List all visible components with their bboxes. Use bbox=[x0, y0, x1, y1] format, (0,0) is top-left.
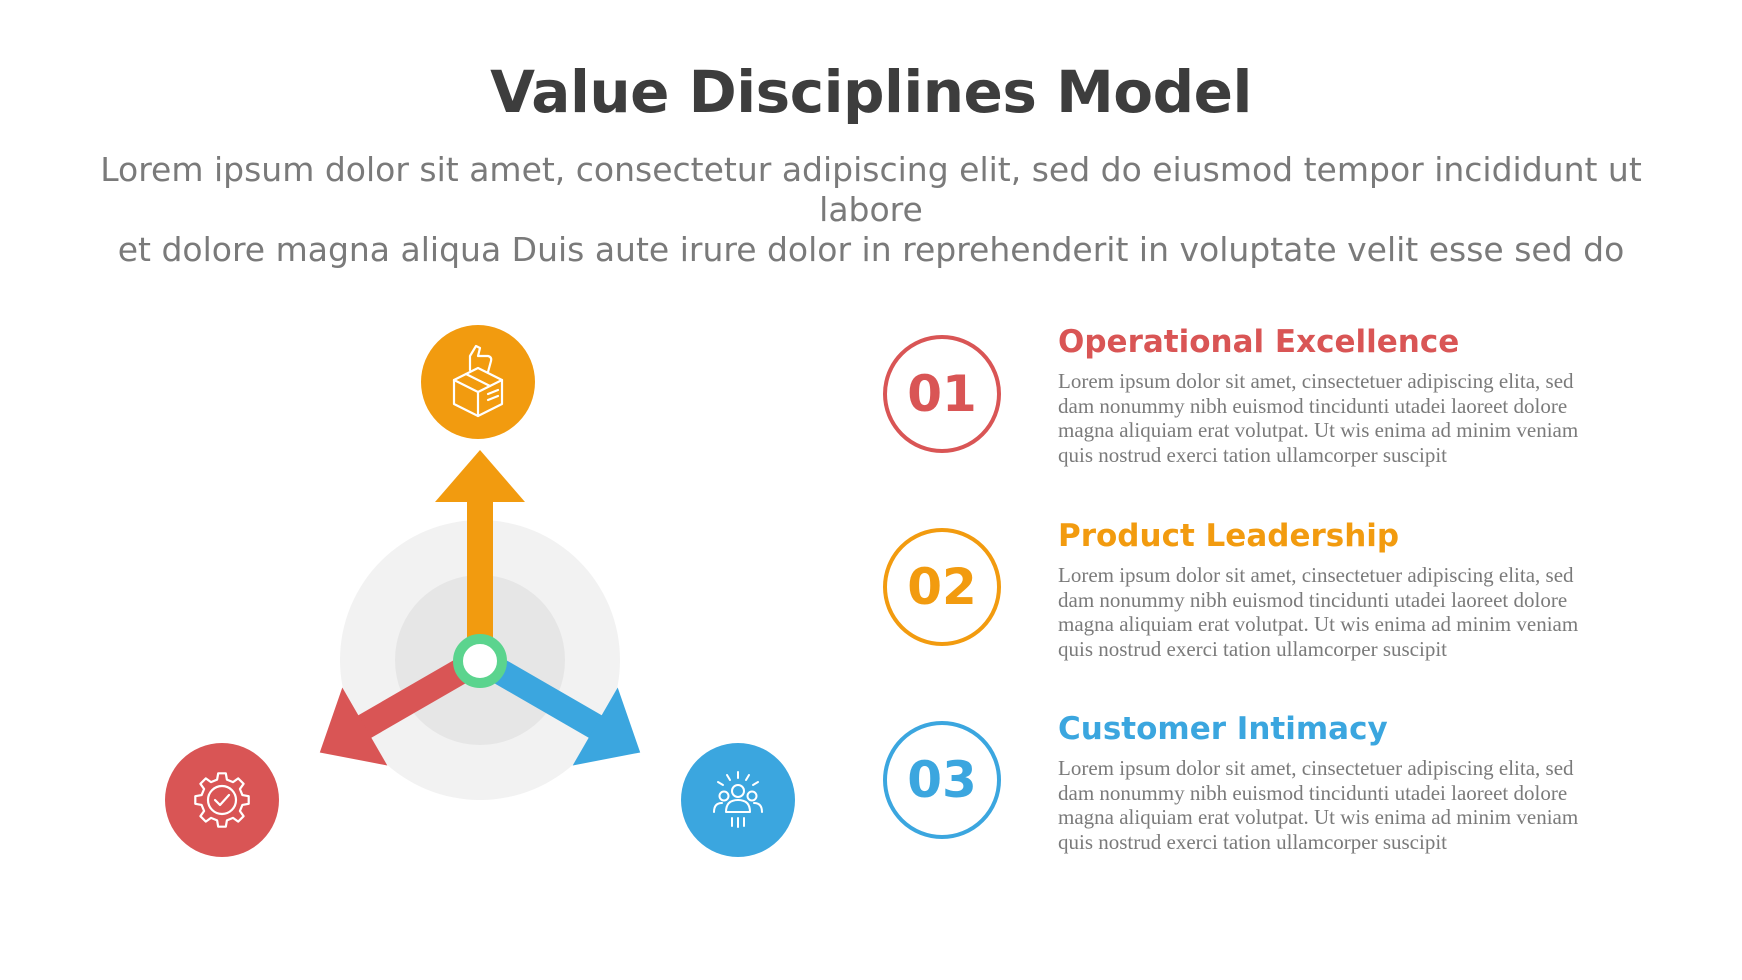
node-operational-excellence bbox=[165, 743, 279, 857]
description-line: magna aliquiam erat volutpat. Ut wis eni… bbox=[1058, 418, 1579, 442]
node-customer-intimacy bbox=[681, 743, 795, 857]
number-badge: 01 bbox=[883, 335, 1001, 453]
arrow-product-leadership bbox=[435, 450, 525, 660]
gear-check-icon bbox=[194, 772, 250, 828]
description-line: magna aliquiam erat volutpat. Ut wis eni… bbox=[1058, 612, 1579, 636]
page-title: Value Disciplines Model bbox=[490, 58, 1252, 126]
item-title: Product Leadership bbox=[1058, 518, 1400, 554]
center-hub bbox=[453, 634, 507, 688]
product-box-icon bbox=[452, 344, 504, 418]
item-description: Lorem ipsum dolor sit amet, cinsectetuer… bbox=[1058, 756, 1618, 854]
description-line: quis nostrud exerci tation ullamcorper s… bbox=[1058, 829, 1447, 854]
description-line: magna aliquiam erat volutpat. Ut wis eni… bbox=[1058, 805, 1579, 829]
item-description: Lorem ipsum dolor sit amet, cinsectetuer… bbox=[1058, 563, 1618, 661]
description-line: Lorem ipsum dolor sit amet, cinsectetuer… bbox=[1058, 756, 1574, 780]
description-line: quis nostrud exerci tation ullamcorper s… bbox=[1058, 442, 1447, 467]
description-line: quis nostrud exerci tation ullamcorper s… bbox=[1058, 636, 1447, 661]
subtitle-line: Lorem ipsum dolor sit amet, consectetur … bbox=[100, 150, 1642, 229]
node-product-leadership bbox=[421, 325, 535, 439]
description-line: dam nonummy nibh euismod tincidunti utad… bbox=[1058, 587, 1568, 612]
item-description: Lorem ipsum dolor sit amet, cinsectetuer… bbox=[1058, 369, 1618, 467]
description-line: Lorem ipsum dolor sit amet, cinsectetuer… bbox=[1058, 563, 1574, 587]
number-badge: 02 bbox=[883, 528, 1001, 646]
arrow-operational-excellence bbox=[319, 648, 487, 766]
arrow-customer-intimacy bbox=[473, 648, 641, 766]
subtitle-line: et dolore magna aliqua Duis aute irure d… bbox=[117, 230, 1625, 269]
page-subtitle: Lorem ipsum dolor sit amet, consectetur … bbox=[60, 150, 1682, 270]
description-line: Lorem ipsum dolor sit amet, cinsectetuer… bbox=[1058, 369, 1574, 393]
description-line: dam nonummy nibh euismod tincidunti utad… bbox=[1058, 780, 1568, 805]
description-line: dam nonummy nibh euismod tincidunti utad… bbox=[1058, 393, 1568, 418]
number-badge: 03 bbox=[883, 721, 1001, 839]
item-title: Customer Intimacy bbox=[1058, 711, 1388, 747]
item-title: Operational Excellence bbox=[1058, 324, 1460, 360]
customer-group-icon bbox=[713, 771, 763, 828]
